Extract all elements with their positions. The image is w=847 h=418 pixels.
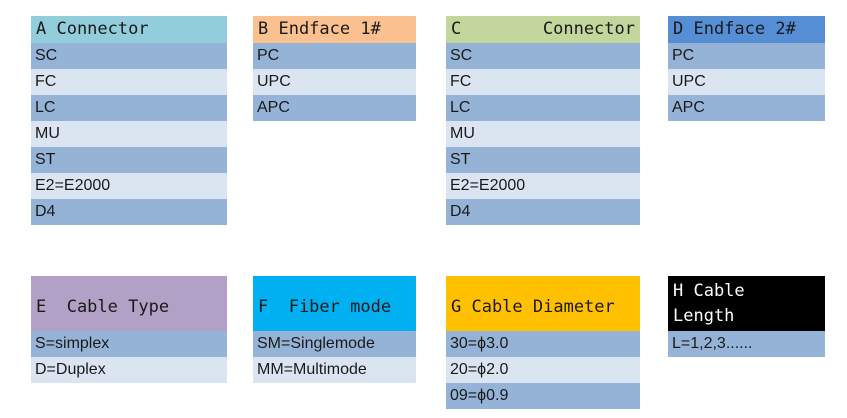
table-f-header: F Fiber mode [253,276,416,331]
list-item: 20=ϕ2.0 [446,357,640,383]
list-item: FC [31,69,227,95]
table-h-header: H Cable Length [668,276,825,331]
list-item: UPC [253,69,416,95]
table-a-connector: A Connector SC FC LC MU ST E2=E2000 D4 [31,16,227,225]
list-item: SC [31,43,227,69]
list-item: UPC [668,69,825,95]
list-item: D=Duplex [31,357,227,383]
table-g-cable-diameter: G Cable Diameter 30=ϕ3.0 20=ϕ2.0 09=ϕ0.9 [446,276,640,409]
list-item: D4 [31,199,227,225]
table-a-header: A Connector [31,16,227,43]
list-item: LC [31,95,227,121]
table-h-cable-length: H Cable Length L=1,2,3...... [668,276,825,357]
table-e-header: E Cable Type [31,276,227,331]
table-b-endface-1: B Endface 1# PC UPC APC [253,16,416,121]
list-item: L=1,2,3...... [668,331,825,357]
table-c-connector: C Connector SC FC LC MU ST E2=E2000 D4 [446,16,640,225]
list-item: MU [446,121,640,147]
table-d-header: D Endface 2# [668,16,825,43]
table-c-header-letter: C [451,19,462,39]
list-item: PC [668,43,825,69]
table-g-header: G Cable Diameter [446,276,640,331]
table-b-header: B Endface 1# [253,16,416,43]
table-e-cable-type: E Cable Type S=simplex D=Duplex [31,276,227,383]
list-item: MU [31,121,227,147]
list-item: S=simplex [31,331,227,357]
list-item: APC [668,95,825,121]
table-f-fiber-mode: F Fiber mode SM=Singlemode MM=Multimode [253,276,416,383]
table-h-header-line-2: Length [673,306,735,326]
list-item: LC [446,95,640,121]
table-d-endface-2: D Endface 2# PC UPC APC [668,16,825,121]
list-item: E2=E2000 [31,173,227,199]
table-c-header-title: Connector [542,19,635,39]
list-item: ST [31,147,227,173]
list-item: SC [446,43,640,69]
list-item: PC [253,43,416,69]
table-h-header-line-1: H Cable [673,281,745,301]
list-item: 09=ϕ0.9 [446,383,640,409]
list-item: APC [253,95,416,121]
list-item: ST [446,147,640,173]
list-item: MM=Multimode [253,357,416,383]
list-item: D4 [446,199,640,225]
list-item: 30=ϕ3.0 [446,331,640,357]
list-item: E2=E2000 [446,173,640,199]
list-item: FC [446,69,640,95]
list-item: SM=Singlemode [253,331,416,357]
table-c-header: C Connector [446,16,640,43]
